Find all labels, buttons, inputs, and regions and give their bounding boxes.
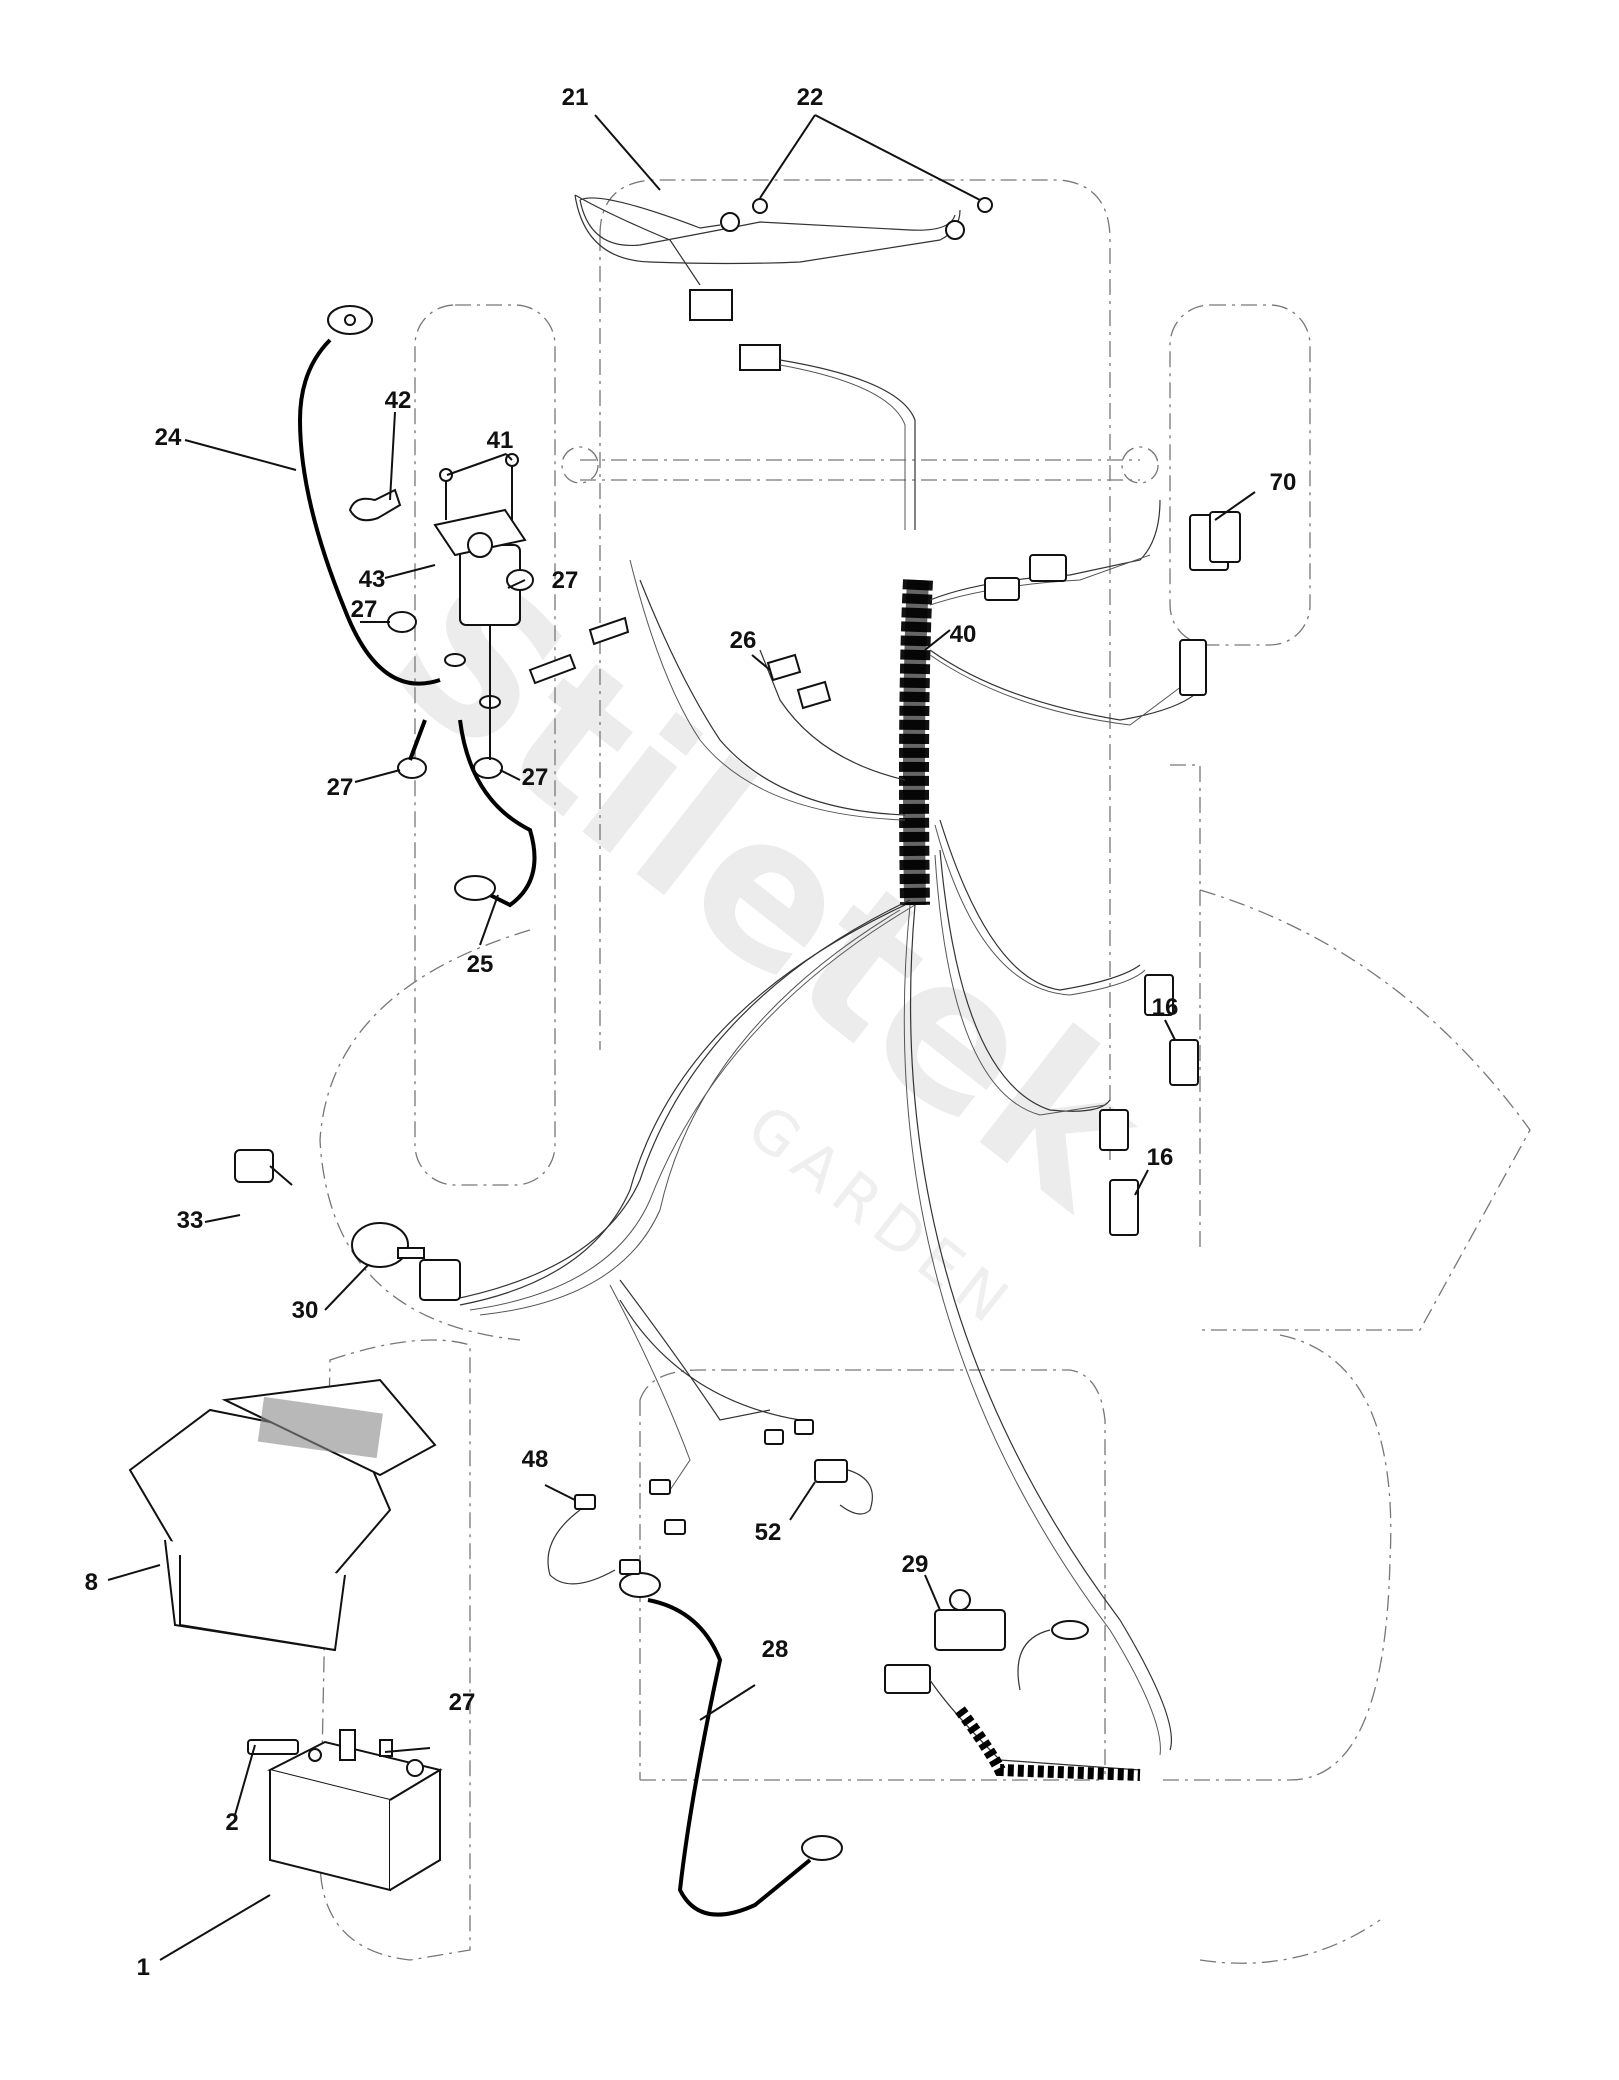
headlight-connector — [689, 289, 733, 321]
callout-28: 28 — [762, 1636, 789, 1663]
ring-terminal — [454, 875, 496, 901]
seat-switch-29 — [884, 1589, 1141, 1781]
callout-27-a: 27 — [552, 567, 579, 594]
callout-22: 22 — [797, 84, 824, 111]
nut — [387, 611, 417, 633]
ignition-switch-30 — [351, 1222, 461, 1301]
callout-52: 52 — [755, 1519, 782, 1546]
callout-labels: 1 2 8 16 16 21 22 24 25 26 27 27 27 27 2… — [85, 84, 1297, 1981]
battery-1 — [267, 1740, 443, 1892]
headlight-harness — [574, 194, 993, 371]
callout-24: 24 — [155, 424, 182, 451]
wiring-loom — [899, 579, 933, 906]
headlight-bulb-right — [945, 220, 965, 240]
leader-lines — [107, 114, 1256, 1961]
callout-30: 30 — [292, 1297, 319, 1324]
headlight-connector-mate — [739, 344, 781, 371]
callout-2: 2 — [225, 1809, 238, 1836]
callout-27-c: 27 — [327, 774, 354, 801]
battery-cable-28 — [619, 1572, 843, 1917]
callout-70: 70 — [1270, 469, 1297, 496]
callout-27-e: 27 — [449, 1689, 476, 1716]
callout-27-b: 27 — [351, 596, 378, 623]
headlight-bulb-left — [720, 212, 740, 232]
callout-41: 41 — [487, 427, 514, 454]
fuse-26 — [766, 653, 832, 710]
callout-43: 43 — [359, 566, 386, 593]
callout-25: 25 — [467, 951, 494, 978]
callout-48: 48 — [522, 1446, 549, 1473]
callout-29: 29 — [902, 1551, 929, 1578]
connector-48 — [547, 1479, 686, 1585]
callout-33: 33 — [177, 1207, 204, 1234]
battery-cable-25 — [408, 719, 537, 908]
callout-21: 21 — [562, 84, 589, 111]
harness-wires — [449, 499, 1201, 1756]
terminal-boot — [348, 488, 402, 522]
callout-16-bottom: 16 — [1147, 1144, 1174, 1171]
battery-box-8 — [128, 1378, 437, 1652]
callout-40: 40 — [950, 621, 977, 648]
callout-16-top: 16 — [1152, 994, 1179, 1021]
connector-70 — [984, 511, 1241, 696]
connector-52 — [764, 1419, 873, 1515]
connector-16 — [1099, 974, 1199, 1236]
callout-42: 42 — [385, 387, 412, 414]
callout-26: 26 — [730, 627, 757, 654]
tractor-ghost-outline — [319, 179, 1531, 1964]
callout-8: 8 — [85, 1569, 98, 1596]
callout-27-d: 27 — [522, 764, 549, 791]
callout-1: 1 — [137, 1954, 150, 1981]
ignition-key-33 — [234, 1149, 293, 1186]
battery-cable-24 — [297, 305, 441, 686]
